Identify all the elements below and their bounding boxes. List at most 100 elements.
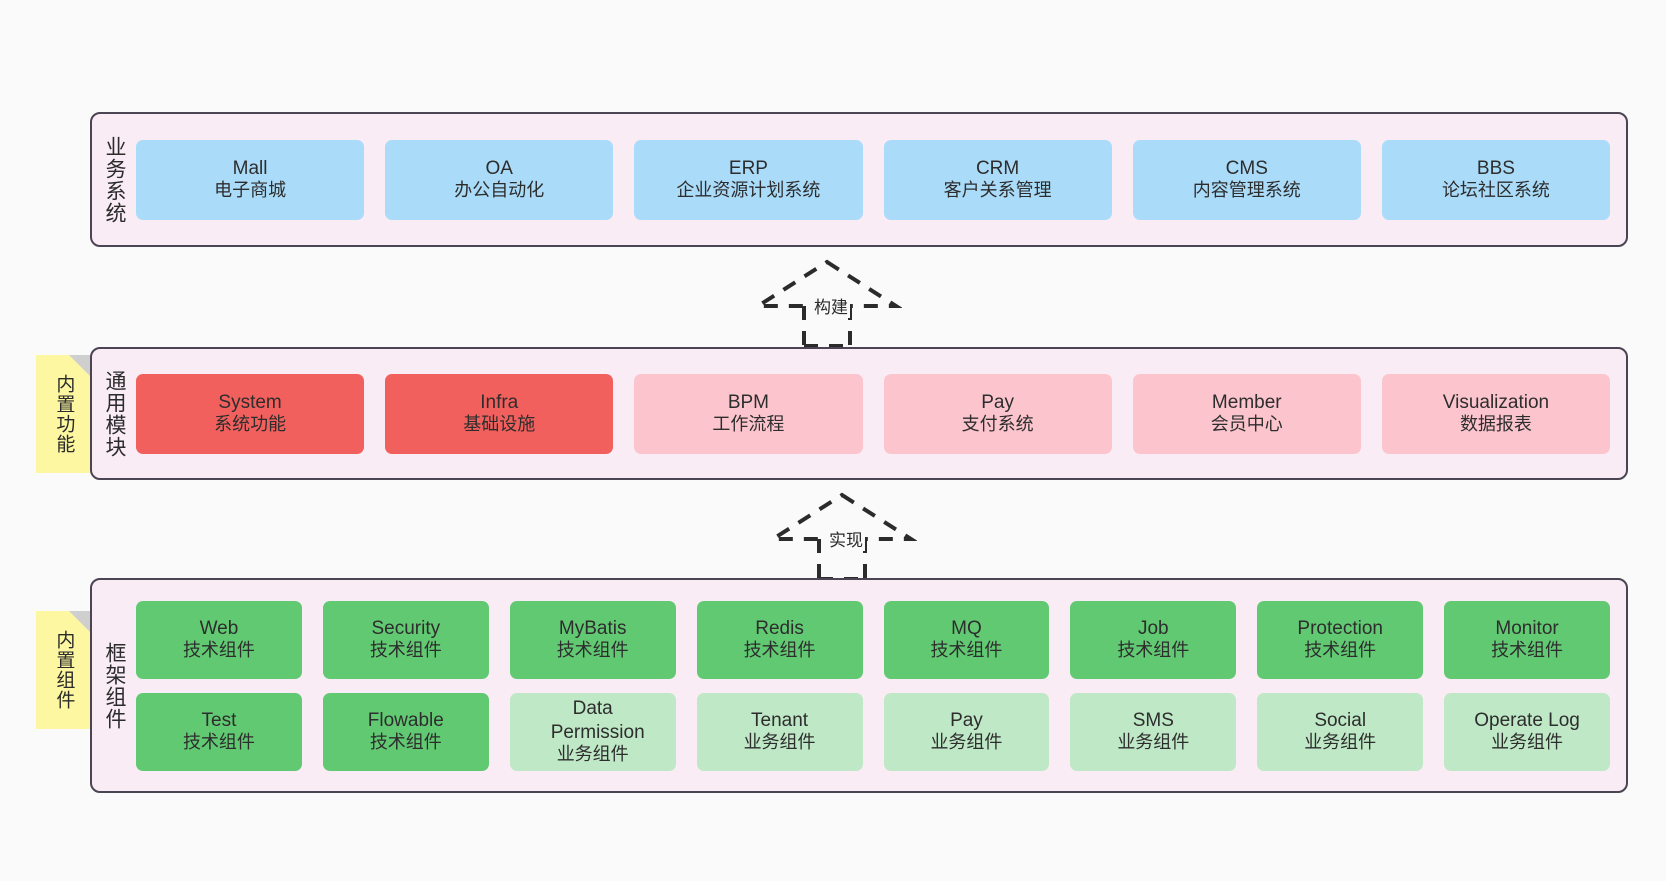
node-title-en: OA	[485, 157, 513, 179]
node-title-en: BPM	[727, 391, 770, 413]
node-title-en: SMS	[1132, 709, 1174, 731]
node-sms[interactable]: SMS 业务组件	[1070, 692, 1237, 771]
connector-label-build: 构建	[812, 293, 850, 318]
node-title-en: Monitor	[1495, 617, 1559, 639]
layer-body-business-system: Mall 电子商城 OA 办公自动化 ERP 企业资源计划系统 CRM 客户关系…	[136, 114, 1626, 245]
node-title-cn: 业务组件	[743, 732, 816, 753]
node-title-en: Flowable	[367, 709, 444, 731]
node-title-en: Visualization	[1442, 391, 1550, 413]
node-mall[interactable]: Mall 电子商城	[136, 139, 365, 220]
node-title-cn: 支付系统	[961, 414, 1034, 435]
node-title-cn: 系统功能	[214, 414, 287, 435]
node-title-en: Test	[201, 709, 237, 731]
layer-title-business-system: 业务系统	[102, 135, 126, 224]
layer-body-framework-component: Web 技术组件 Security 技术组件 MyBatis 技术组件 Redi…	[136, 580, 1626, 791]
node-title-en: MyBatis	[558, 617, 627, 639]
node-title-cn: 论坛社区系统	[1441, 180, 1550, 201]
node-title-en: Operate Log	[1474, 709, 1580, 731]
node-title-cn: 技术组件	[1304, 640, 1377, 661]
node-row: Test 技术组件 Flowable 技术组件 Data Permission …	[136, 692, 1610, 771]
node-mybatis[interactable]: MyBatis 技术组件	[509, 600, 676, 679]
node-title-en: Web	[199, 617, 239, 639]
node-bbs[interactable]: BBS 论坛社区系统	[1381, 139, 1611, 220]
node-operate-log[interactable]: Operate Log 业务组件	[1444, 692, 1610, 771]
node-title-en: CRM	[975, 157, 1020, 179]
node-title-en: Pay	[981, 391, 1014, 413]
node-title-cn: 工作流程	[712, 414, 785, 435]
node-data-permission[interactable]: Data Permission 业务组件	[509, 692, 676, 771]
node-title-cn: 技术组件	[930, 640, 1003, 661]
node-title-cn: 技术组件	[1117, 640, 1190, 661]
node-visualization[interactable]: Visualization 数据报表	[1381, 373, 1611, 454]
node-oa[interactable]: OA 办公自动化	[385, 139, 614, 220]
node-protection[interactable]: Protection 技术组件	[1257, 600, 1424, 679]
node-title-en: Member	[1211, 391, 1282, 413]
note-label: 内置组件	[53, 630, 75, 710]
layer-business-system: 业务系统 Mall 电子商城 OA 办公自动化 ERP 企业资源计划系统 CRM…	[90, 112, 1628, 247]
node-monitor[interactable]: Monitor 技术组件	[1444, 600, 1610, 679]
node-tenant[interactable]: Tenant 业务组件	[696, 692, 863, 771]
node-title-cn: 会员中心	[1210, 414, 1283, 435]
node-title-cn: 企业资源计划系统	[676, 180, 821, 201]
node-title-cn: 技术组件	[369, 732, 442, 753]
connector-build-stem-bottom	[804, 343, 852, 357]
node-row: Mall 电子商城 OA 办公自动化 ERP 企业资源计划系统 CRM 客户关系…	[136, 139, 1611, 220]
layer-framework-component: 框架组件 Web 技术组件 Security 技术组件 MyBatis 技术组件…	[90, 578, 1628, 793]
layer-common-module: 通用模块 System 系统功能 Infra 基础设施 BPM 工作流程 Pay…	[90, 347, 1628, 480]
node-title-cn: 数据报表	[1459, 414, 1532, 435]
node-erp[interactable]: ERP 企业资源计划系统	[634, 139, 863, 220]
node-member[interactable]: Member 会员中心	[1132, 373, 1361, 454]
node-web[interactable]: Web 技术组件	[136, 600, 302, 679]
node-pay-component[interactable]: Pay 业务组件	[883, 692, 1050, 771]
note-fold-corner-icon	[69, 611, 91, 633]
layer-title-common-module: 通用模块	[102, 369, 126, 458]
node-title-cn: 技术组件	[182, 640, 255, 661]
layer-body-common-module: System 系统功能 Infra 基础设施 BPM 工作流程 Pay 支付系统…	[136, 349, 1626, 478]
node-title-cn: 业务组件	[556, 743, 629, 764]
node-title-en: Data Permission	[550, 698, 645, 743]
node-title-cn: 技术组件	[369, 640, 442, 661]
node-title-cn: 技术组件	[1491, 640, 1564, 661]
node-title-en: Security	[371, 617, 441, 639]
node-title-cn: 业务组件	[1117, 732, 1190, 753]
node-title-en: Protection	[1297, 617, 1383, 639]
node-test[interactable]: Test 技术组件	[136, 692, 302, 771]
node-row: System 系统功能 Infra 基础设施 BPM 工作流程 Pay 支付系统…	[136, 373, 1611, 454]
node-title-en: Mall	[232, 157, 268, 179]
node-title-cn: 客户关系管理	[943, 180, 1052, 201]
node-row: Web 技术组件 Security 技术组件 MyBatis 技术组件 Redi…	[136, 600, 1610, 679]
node-title-en: ERP	[728, 157, 768, 179]
node-job[interactable]: Job 技术组件	[1070, 600, 1237, 679]
node-title-en: Tenant	[751, 709, 809, 731]
node-security[interactable]: Security 技术组件	[322, 600, 489, 679]
node-title-cn: 技术组件	[556, 640, 629, 661]
node-mq[interactable]: MQ 技术组件	[883, 600, 1050, 679]
node-title-en: System	[218, 391, 282, 413]
node-title-cn: 业务组件	[930, 732, 1003, 753]
connector-label-implement: 实现	[827, 526, 865, 551]
dashed-line-icon	[804, 344, 852, 348]
node-title-cn: 业务组件	[1491, 732, 1564, 753]
node-title-cn: 办公自动化	[454, 180, 545, 201]
node-redis[interactable]: Redis 技术组件	[696, 600, 863, 679]
node-title-cn: 技术组件	[743, 640, 816, 661]
node-title-en: Social	[1314, 709, 1367, 731]
note-fold-corner-icon	[69, 355, 91, 377]
node-bpm[interactable]: BPM 工作流程	[634, 373, 863, 454]
node-pay[interactable]: Pay 支付系统	[883, 373, 1112, 454]
node-title-en: CMS	[1225, 157, 1268, 179]
node-flowable[interactable]: Flowable 技术组件	[322, 692, 489, 771]
node-social[interactable]: Social 业务组件	[1257, 692, 1424, 771]
note-builtin-function: 内置功能	[36, 355, 91, 473]
node-crm[interactable]: CRM 客户关系管理	[883, 139, 1112, 220]
node-title-en: Infra	[480, 391, 519, 413]
node-system[interactable]: System 系统功能	[136, 373, 365, 454]
node-title-cn: 基础设施	[463, 414, 536, 435]
node-title-cn: 业务组件	[1304, 732, 1377, 753]
node-infra[interactable]: Infra 基础设施	[385, 373, 614, 454]
node-cms[interactable]: CMS 内容管理系统	[1132, 139, 1361, 220]
node-title-en: BBS	[1476, 157, 1515, 179]
node-title-en: Pay	[950, 709, 983, 731]
node-title-cn: 内容管理系统	[1192, 180, 1301, 201]
